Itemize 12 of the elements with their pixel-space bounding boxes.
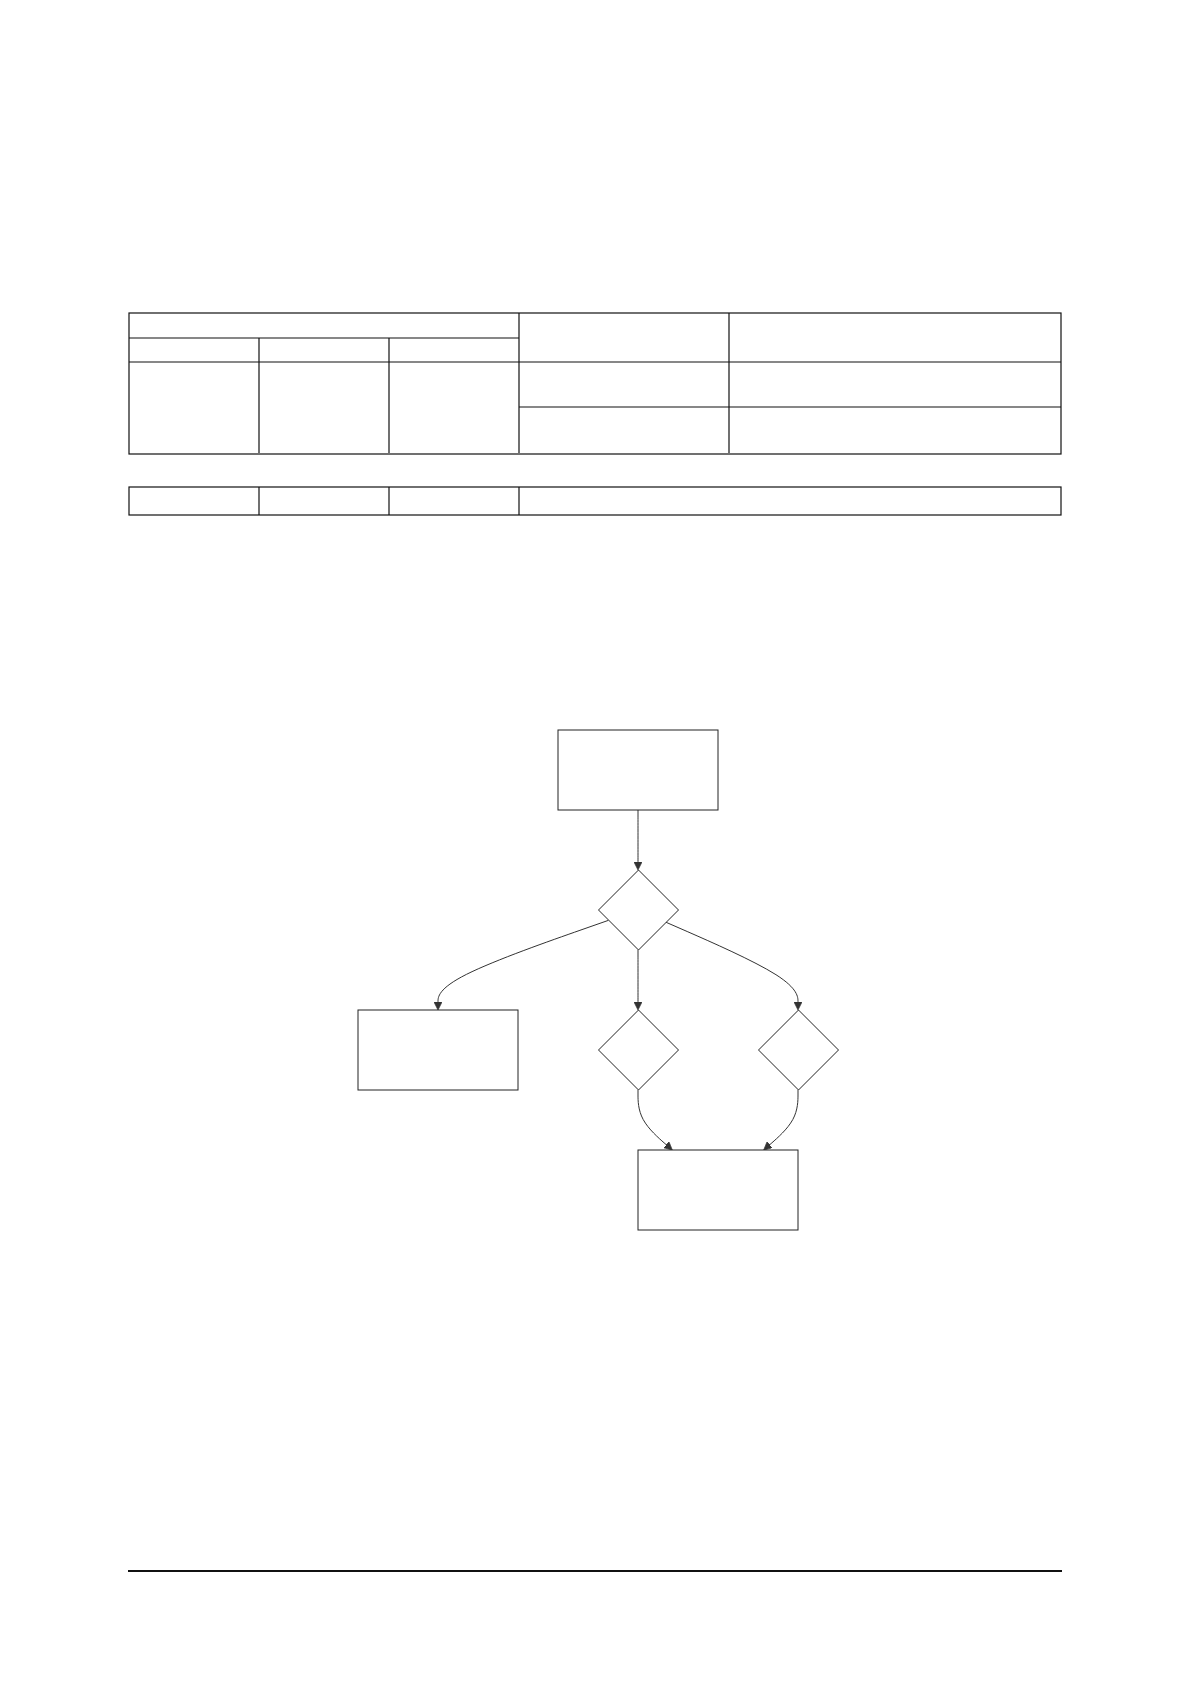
arrow [637,1089,673,1151]
arrow [633,949,643,1011]
node-diamond [757,1009,839,1091]
node-box [557,729,719,811]
node-diamond [597,869,679,951]
arrow [433,919,609,1011]
node-box [637,1149,799,1231]
node-box [357,1009,519,1091]
arrow [763,1089,799,1151]
node-diamond [597,1009,679,1091]
arrow [665,921,803,1011]
arrow [633,809,643,871]
